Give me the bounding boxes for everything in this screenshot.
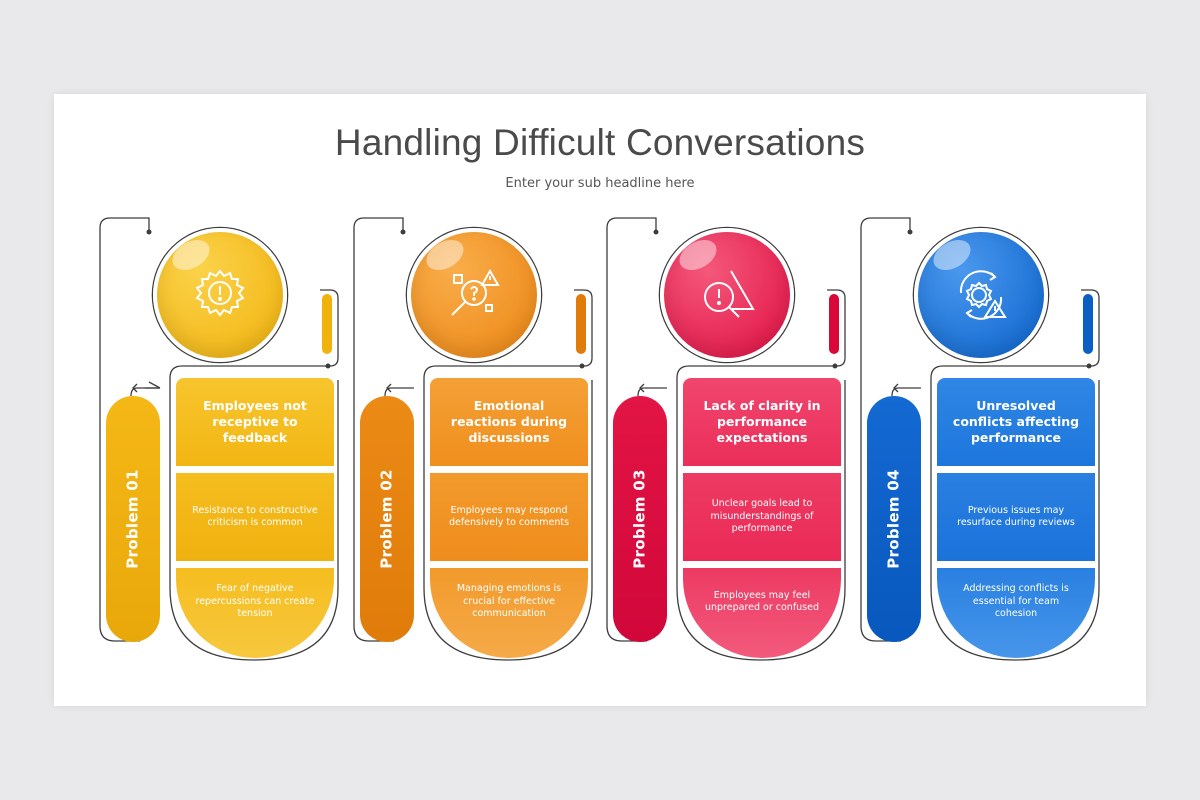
problem-4-label-pill: Problem 04 xyxy=(867,396,921,642)
problem-2-heading: Emotional reactions during discussions xyxy=(430,378,588,466)
gear-alert-icon xyxy=(195,269,245,317)
problem-3-heading: Lack of clarity in performance expectati… xyxy=(683,378,841,466)
problem-4-heading: Unresolved conflicts affecting performan… xyxy=(937,378,1095,466)
gear-cycle-warning-icon xyxy=(959,270,1007,320)
problem-2-icon-circle xyxy=(407,228,541,362)
page-subtitle: Enter your sub headline here xyxy=(505,176,695,191)
page-title: Handling Difficult Conversations xyxy=(334,122,866,163)
problem-2-point-1: Employees may respond defensively to com… xyxy=(430,473,588,561)
problem-1-heading: Employees not receptive to feedback xyxy=(176,378,334,466)
problem-3-accent-bar xyxy=(829,294,839,354)
problem-3-label: Problem 03 xyxy=(631,469,650,569)
problem-1-icon-circle xyxy=(153,228,287,362)
problem-2-label: Problem 02 xyxy=(378,469,397,569)
problem-1-point-1: Resistance to constructive criticism is … xyxy=(176,473,334,561)
problem-3-icon-circle xyxy=(660,228,794,362)
problem-3-label-pill: Problem 03 xyxy=(613,396,667,642)
problem-2-accent-bar xyxy=(576,294,586,354)
warning-magnifier-icon xyxy=(704,270,755,318)
problem-2-label-pill: Problem 02 xyxy=(360,396,414,642)
problem-1-label: Problem 01 xyxy=(124,469,143,569)
problem-4-point-1: Previous issues may resurface during rev… xyxy=(937,473,1095,561)
problem-4-icon-circle xyxy=(914,228,1048,362)
magnifier-question-icon xyxy=(451,268,500,316)
problem-4-accent-bar xyxy=(1083,294,1093,354)
problem-3-point-1: Unclear goals lead to misunderstandings … xyxy=(683,473,841,561)
problem-1-label-pill: Problem 01 xyxy=(106,396,160,642)
problem-1-accent-bar xyxy=(322,294,332,354)
problem-4-label: Problem 04 xyxy=(885,469,904,569)
